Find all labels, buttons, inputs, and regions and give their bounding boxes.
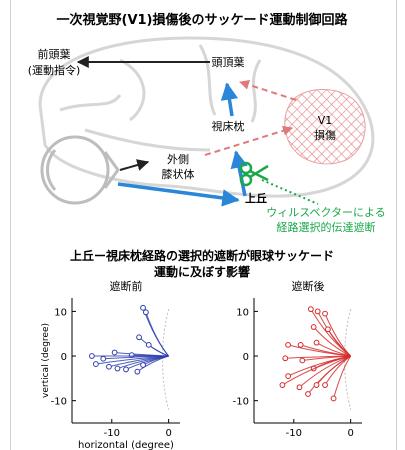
saccade-endpoint xyxy=(296,384,303,391)
saccade-trace xyxy=(333,355,352,399)
arrow-eye-to-sc xyxy=(117,182,240,207)
arrow-eye-to-lgn xyxy=(119,159,150,171)
saccade-trace xyxy=(138,336,169,357)
label-sc: 上丘 xyxy=(245,191,267,205)
saccade-endpoint xyxy=(305,391,311,397)
y-axis-label: vertical (degree) xyxy=(41,323,51,398)
scissors-icon xyxy=(239,161,269,187)
saccade-trace xyxy=(282,355,351,386)
label-parietal: 頭頂葉 xyxy=(212,55,245,69)
saccade-endpoint xyxy=(136,334,142,341)
brain-outline xyxy=(38,36,375,198)
saccade-trace xyxy=(300,344,351,357)
saccade-trace xyxy=(148,344,169,357)
y-tick-label: 0 xyxy=(61,352,67,363)
saccade-endpoint xyxy=(140,304,146,311)
right-border xyxy=(396,0,397,450)
y-tick-label: 10 xyxy=(236,307,249,318)
saccade-endpoint xyxy=(313,339,320,346)
saccade-endpoint xyxy=(322,382,328,388)
arrow-pulvinar-to-parietal xyxy=(220,82,239,117)
saccade-endpoint xyxy=(330,395,337,402)
target-guide-arc xyxy=(344,309,352,410)
label-lgn-2: 膝状体 xyxy=(162,167,195,181)
saccade-endpoint xyxy=(322,310,328,317)
x-tick-label: 0 xyxy=(165,428,171,439)
chart-title: 遮断前 xyxy=(110,279,143,293)
label-v1: V1 xyxy=(318,114,333,127)
chart-after-block: 遮断後 10 0 -10 -10 0 xyxy=(233,279,362,439)
saccade-endpoint xyxy=(145,341,152,348)
arrow-sc-to-pulvinar xyxy=(230,150,248,197)
arrow-lgn-to-v1-dashed xyxy=(204,125,293,156)
target-guide-arc xyxy=(162,309,170,410)
x-axis-label: horizontal (degree) xyxy=(78,440,174,450)
saccade-endpoint xyxy=(100,355,107,362)
arrow-v1-to-parietal-dashed xyxy=(239,79,297,101)
label-lgn-1: 外側 xyxy=(167,153,189,166)
label-virus-1: ウィルスベクターによる xyxy=(266,206,385,219)
saccade-endpoint xyxy=(310,324,317,330)
saccade-endpoint xyxy=(140,362,146,368)
saccade-endpoint xyxy=(307,306,314,313)
saccade-endpoint xyxy=(92,361,99,367)
label-pulvinar: 視床枕 xyxy=(212,119,245,133)
saccade-endpoint xyxy=(279,382,286,388)
saccade-trace xyxy=(327,328,351,357)
y-tick-label: 10 xyxy=(54,307,67,318)
label-lesion: 損傷 xyxy=(314,128,336,142)
saccade-trace xyxy=(145,312,170,357)
saccade-endpoint xyxy=(114,365,121,372)
saccade-endpoint xyxy=(111,349,118,356)
x-tick-label: -10 xyxy=(286,428,302,439)
figure-title: 一次視覚野(V1)損傷後のサッケード運動制御回路 xyxy=(57,12,349,28)
left-border xyxy=(10,0,11,450)
chart-before-block: 遮断前 10 0 -10 -10 0 vertical (degree) horizontal… xyxy=(41,279,180,450)
saccade-endpoint xyxy=(123,366,129,373)
y-tick-label: -10 xyxy=(233,397,249,408)
saccade-trace xyxy=(324,355,351,386)
saccade-endpoint xyxy=(314,308,321,315)
saccade-endpoint xyxy=(299,357,306,364)
subtitle-line-2: 運動に及ぼす影響 xyxy=(154,264,250,279)
saccade-trace xyxy=(324,313,351,357)
saccade-trace xyxy=(316,342,351,357)
saccade-endpoint xyxy=(313,382,320,388)
subtitle-line-1: 上丘ー視床枕経路の選択的遮断が眼球サッケード xyxy=(70,248,334,263)
virus-pointer-line xyxy=(261,179,319,205)
saccade-endpoint xyxy=(324,326,331,333)
saccade-endpoint xyxy=(285,341,292,348)
saccade-trace xyxy=(313,326,351,357)
saccade-trace xyxy=(302,355,351,361)
y-tick-label: 0 xyxy=(243,352,249,363)
saccade-endpoint xyxy=(285,373,292,380)
saccade-endpoint xyxy=(297,341,304,348)
x-tick-label: -10 xyxy=(104,428,120,439)
y-tick-label: -10 xyxy=(51,397,67,408)
label-frontal-2: (運動指令) xyxy=(28,63,81,77)
saccade-endpoint xyxy=(142,309,149,316)
saccade-trace xyxy=(299,355,351,388)
eye-icon xyxy=(40,135,120,205)
saccade-endpoint xyxy=(106,363,112,370)
chart-title: 遮断後 xyxy=(292,279,325,293)
x-tick-label: 0 xyxy=(347,428,353,439)
saccade-endpoint xyxy=(282,355,289,362)
label-frontal-1: 前頭葉 xyxy=(38,47,71,61)
saccade-endpoint xyxy=(134,368,141,375)
label-virus-2: 経路選択的伝達遮断 xyxy=(277,220,376,234)
saccade-endpoint xyxy=(88,353,95,359)
